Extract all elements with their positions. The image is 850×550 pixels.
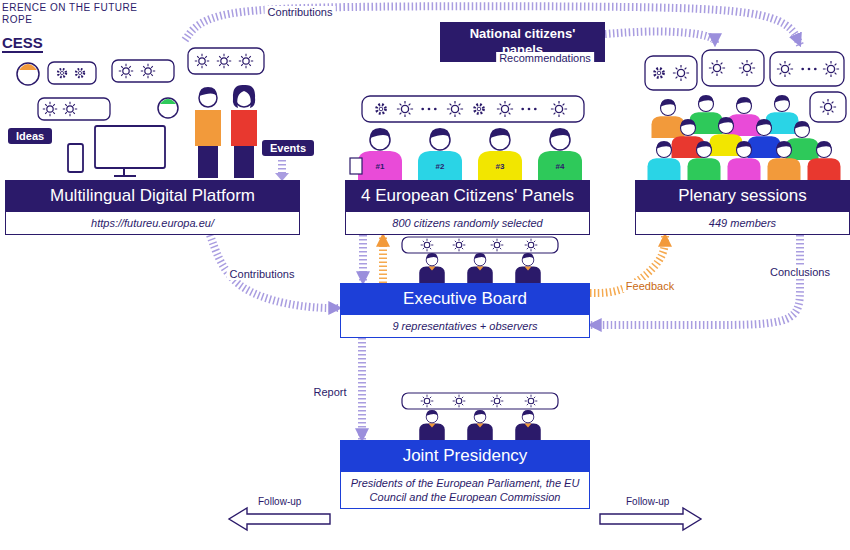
- flow-arrow: [590, 235, 665, 293]
- plenary-box: Plenary sessions449 members: [635, 45, 850, 235]
- node-title: Multilingual Digital Platform: [5, 180, 300, 212]
- node-title: 4 European Citizens' Panels: [345, 180, 590, 212]
- flow-arrow: [590, 235, 800, 325]
- shirt-number: #4: [556, 162, 565, 171]
- follow-up-arrow: [229, 508, 330, 530]
- plenary-illustration: [645, 50, 846, 180]
- header-text: ROPE: [2, 14, 32, 25]
- edge-label: Report: [310, 386, 349, 398]
- flow-arrow: [358, 338, 366, 440]
- platform-box: Multilingual Digital Platformhttps://fut…: [5, 40, 300, 235]
- node-subtitle: Presidents of the European Parliament, t…: [340, 472, 590, 509]
- platform-illustration: [17, 48, 289, 181]
- edge-label: Recommendations: [496, 52, 594, 64]
- flow-arrow: [379, 235, 387, 283]
- node-subtitle: https://futureu.europa.eu/: [5, 212, 300, 235]
- edge-label: Feedback: [623, 280, 677, 292]
- edge-label: Contributions: [265, 6, 336, 18]
- shirt-number: #1: [376, 162, 385, 171]
- shirt-number: #2: [436, 162, 445, 171]
- edge-label: Contributions: [227, 268, 298, 280]
- node-subtitle: 9 representatives + observers: [340, 315, 590, 338]
- node-subtitle: 449 members: [635, 212, 850, 235]
- panel-box: National citizens' panels: [440, 22, 605, 62]
- node-subtitle: 800 citizens randomly selected: [345, 212, 590, 235]
- presidency-illustration: [402, 393, 558, 440]
- section-title: CESS: [2, 34, 43, 53]
- tag-label: Events: [262, 140, 314, 156]
- tag-label: Ideas: [8, 128, 52, 144]
- board-box: Executive Board9 representatives + obser…: [340, 283, 590, 338]
- presidency-box: Joint PresidencyPresidents of the Europe…: [340, 440, 590, 509]
- flow-arrow: [185, 6, 800, 45]
- shirt-number: #3: [496, 162, 505, 171]
- flow-arrow: [210, 235, 340, 308]
- header-text: ERENCE ON THE FUTURE: [2, 2, 137, 13]
- panels-illustration: [350, 96, 584, 180]
- node-title: National citizens' panels: [440, 22, 605, 62]
- node-title: Plenary sessions: [635, 180, 850, 212]
- edge-label: Conclusions: [767, 266, 833, 278]
- node-title: Executive Board: [340, 283, 590, 315]
- flow-arrow: [605, 31, 715, 45]
- node-title: Joint Presidency: [340, 440, 590, 472]
- follow-up-label: Follow-up: [258, 496, 301, 507]
- follow-up-arrow: [600, 508, 701, 530]
- follow-up-label: Follow-up: [626, 496, 669, 507]
- board-illustration: [402, 237, 558, 283]
- panels-box: 4 European Citizens' Panels800 citizens …: [345, 70, 590, 235]
- flow-arrow: [359, 235, 367, 283]
